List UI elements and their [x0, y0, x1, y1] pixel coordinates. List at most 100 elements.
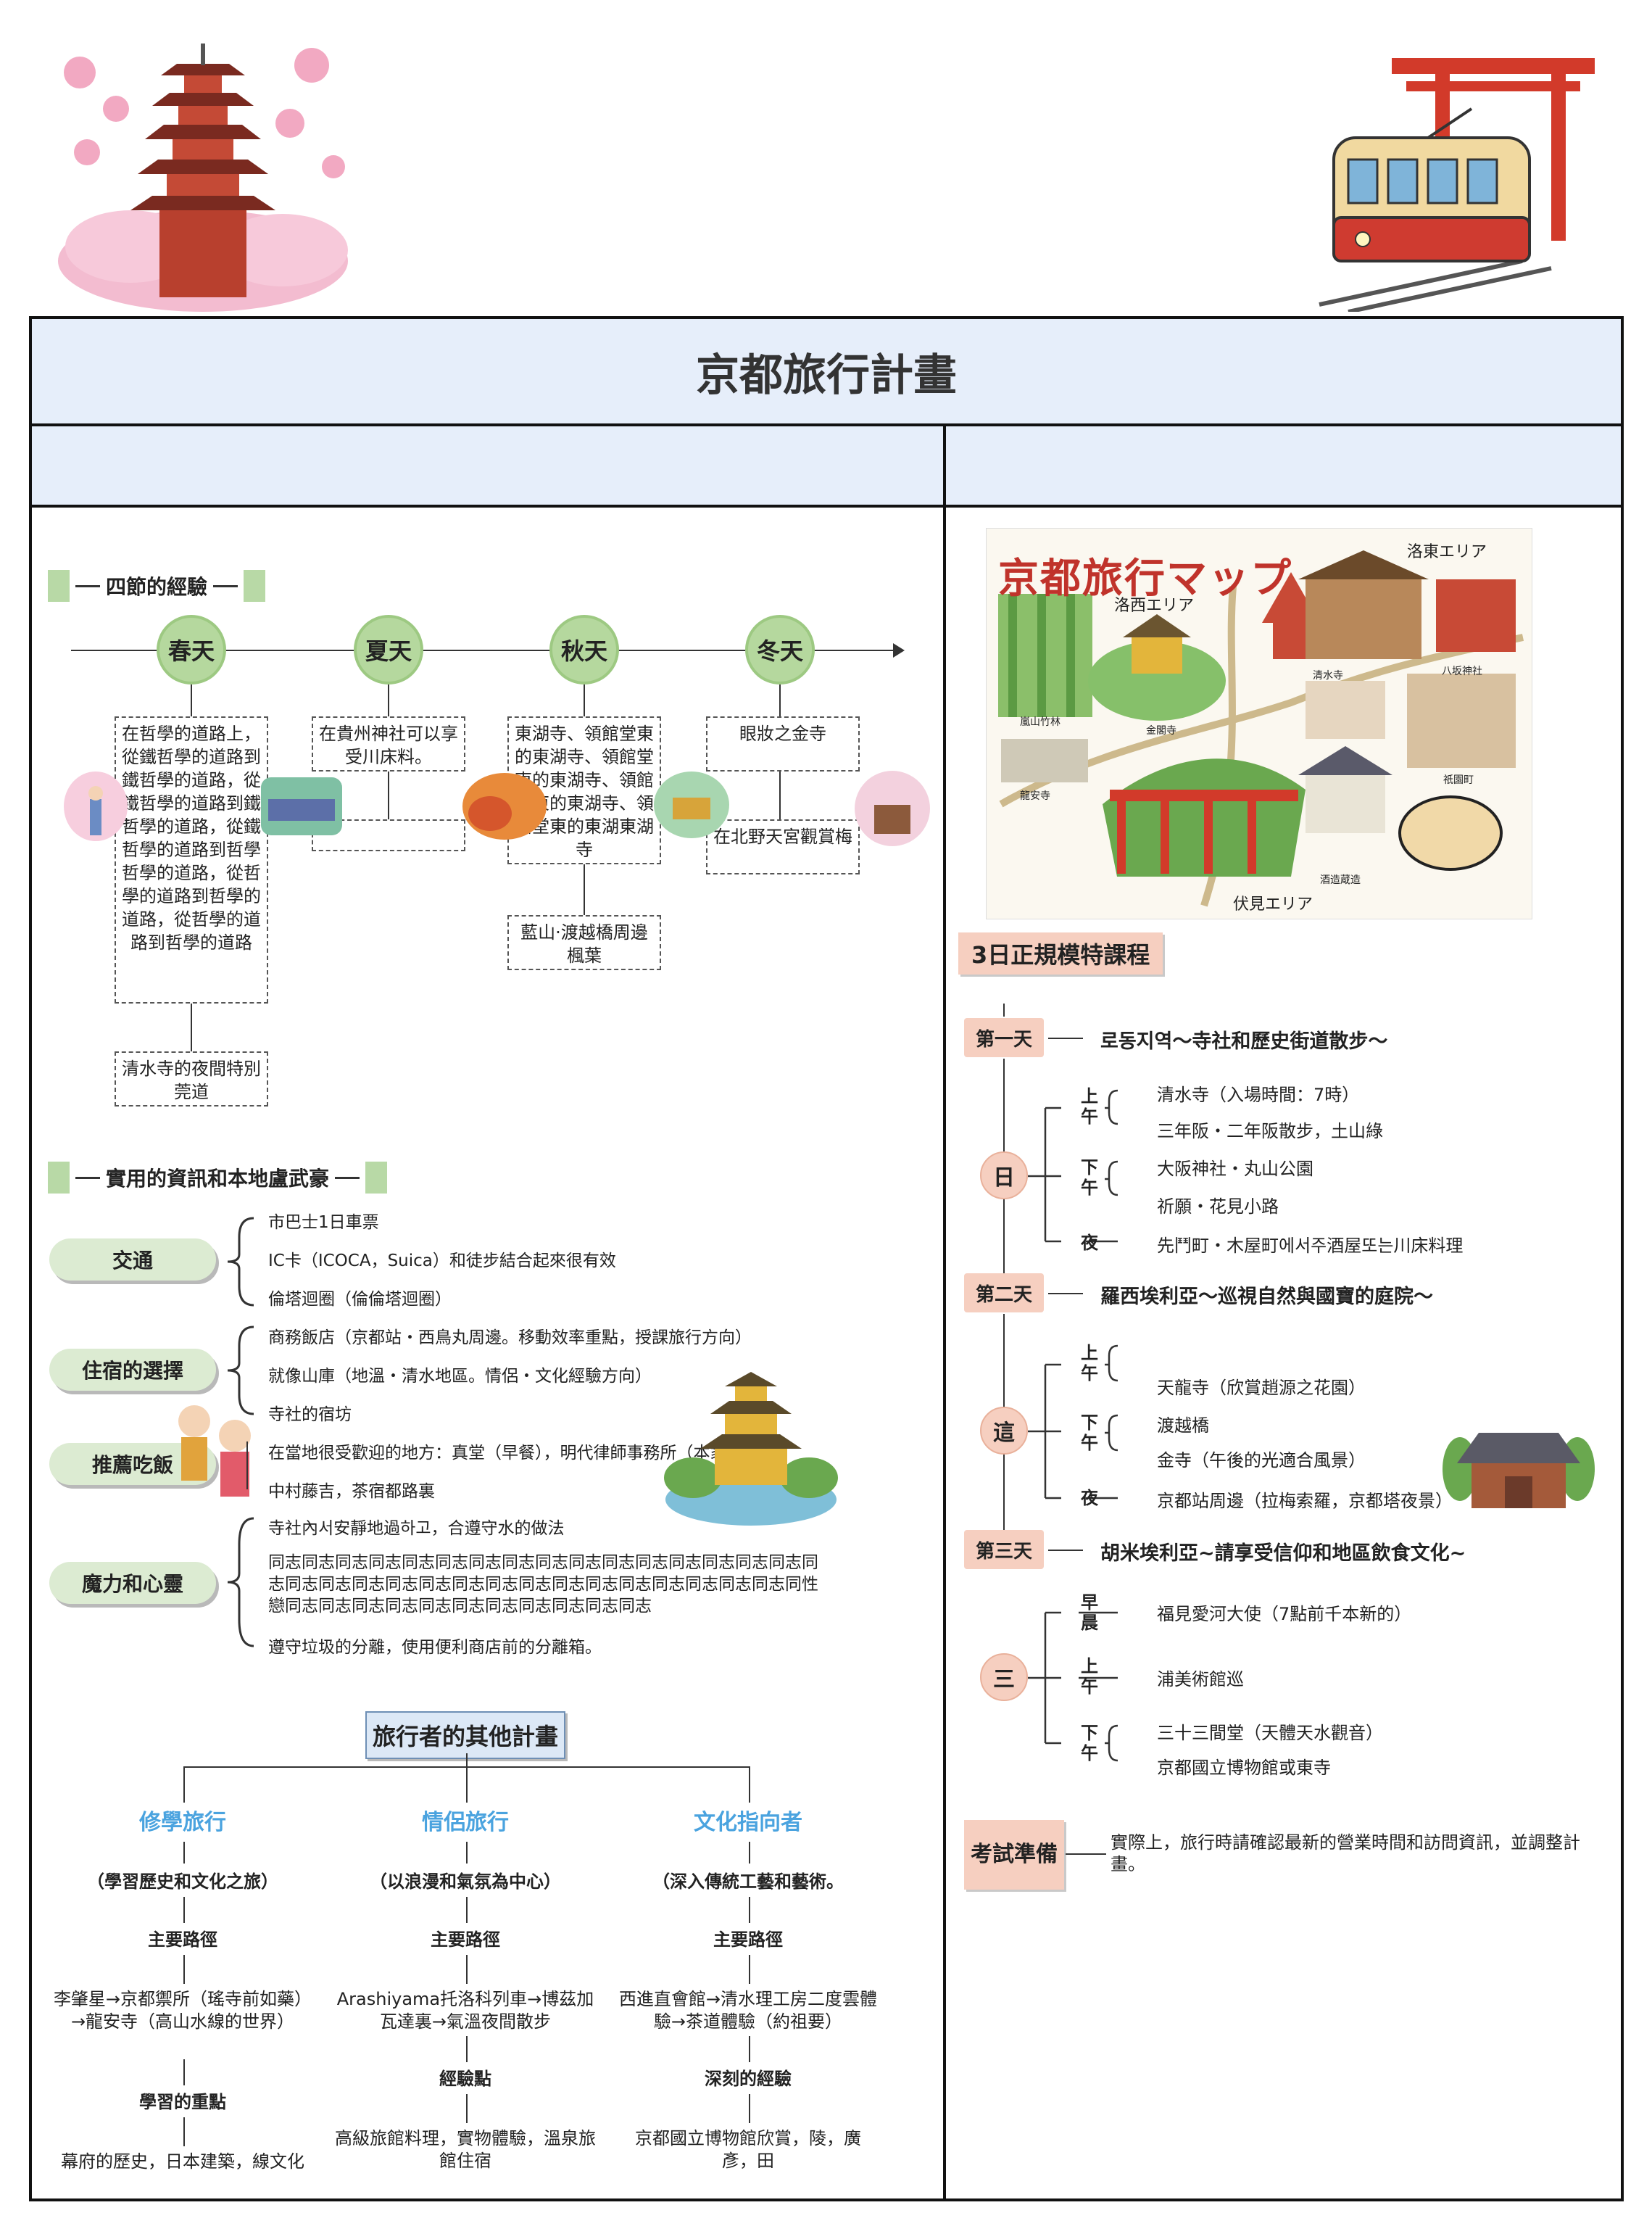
lodging-item: 就像山庫（地溫・清水地區。情侶・文化經驗方向）	[268, 1367, 652, 1386]
connector	[584, 684, 585, 716]
plans-connector	[466, 1766, 468, 1803]
season-timeline	[71, 650, 897, 651]
connector	[388, 684, 389, 716]
day1-activity: 祈願・花見小路	[1157, 1196, 1279, 1217]
connector	[1048, 1550, 1083, 1551]
day1-title: 로동지역～寺社和歷史街道散步～	[1100, 1030, 1388, 1053]
plans-connector	[749, 1766, 750, 1803]
day2-slot-time: 夜	[1081, 1488, 1098, 1508]
food-item: 中村藤吉，茶宿都路裏	[268, 1482, 435, 1501]
connector	[1048, 1038, 1083, 1039]
day3-label: 第三天	[964, 1530, 1044, 1569]
plan-couple-point: 高級旅館料理，實物體驗，溫泉旅館住宿	[335, 2128, 596, 2171]
day3-activity: 京都國立博物館或東寺	[1157, 1758, 1331, 1778]
connector	[466, 2036, 468, 2062]
map-area-label: 洛西エリア	[1114, 597, 1195, 615]
autumn-box-2: 藍山·渡越橋周邊楓葉	[507, 915, 661, 970]
plan-culture-subtitle: （深入傳統工藝和藝術。	[652, 1871, 844, 1892]
plan-culture-point-label: 深刻的經驗	[705, 2069, 792, 2089]
summer-box: 在貴州神社可以享受川床料。	[312, 716, 465, 772]
plans-heading: 旅行者的其他計畫	[365, 1711, 566, 1759]
map-area-label: 伏見エリア	[1233, 895, 1313, 914]
day1-activity: 先鬥町・木屋町에서주酒屋또는川床料理	[1157, 1236, 1464, 1256]
day1-slot-time: 夜	[1081, 1233, 1098, 1253]
plan-school-trip-point-label: 學習的重點	[139, 2092, 226, 2112]
day3-activity: 三十三間堂（天體天水觀音）	[1157, 1723, 1383, 1743]
day2-label: 第二天	[964, 1273, 1044, 1312]
map-title: 京都旅行マップ	[998, 555, 1292, 603]
day1-activity: 大阪神社・丸山公園	[1157, 1159, 1313, 1179]
plan-school-trip-route-label: 主要路徑	[148, 1929, 217, 1950]
connector	[749, 1842, 750, 1864]
spring-illustration	[64, 772, 128, 841]
summer-box-2	[312, 819, 465, 851]
day2-title: 羅西埃利亞～巡視自然與國寶的庭院～	[1100, 1286, 1433, 1308]
connector	[183, 2059, 185, 2085]
day1-tree	[1028, 1089, 1118, 1243]
practical-heading-text: 實用的資訊和本地盧武豪	[106, 1167, 330, 1191]
day2-activity: 天龍寺（欣賞趙源之花園）	[1157, 1378, 1366, 1398]
connector	[183, 2117, 185, 2146]
spirit-item: 寺社內서安靜地過하고，合遵守水的做法	[268, 1519, 565, 1538]
course-heading: 3日正規模特課程	[958, 932, 1163, 975]
timeline-arrow-icon	[893, 643, 905, 658]
connector	[779, 684, 781, 716]
lodging-pill: 住宿的選擇	[49, 1349, 216, 1391]
spirit-brace	[227, 1517, 254, 1647]
map-spot-label: 嵐山竹林	[1020, 716, 1060, 728]
day1-activity: 三年阪・二年阪散步，土山綠	[1157, 1121, 1383, 1141]
map-spot-label: 龍安寺	[1020, 790, 1050, 802]
day1-activity: 清水寺（入場時間：7時）	[1157, 1085, 1360, 1105]
transport-item: IC卡（ICOCA，Suica）和徒步結合起來很有效	[268, 1252, 616, 1270]
connector	[183, 1897, 185, 1923]
day3-slot-time: 下午	[1081, 1723, 1098, 1763]
kyoto-map: 京都旅行マップ 洛東エリア 洛西エリア 伏見エリア 嵐山竹林 金閣寺 龍安寺 清…	[986, 528, 1532, 919]
map-area-label: 洛東エリア	[1407, 543, 1487, 561]
connector	[191, 684, 192, 716]
plan-culture-title: 文化指向者	[694, 1810, 802, 1835]
map-illustration	[998, 550, 1524, 907]
connector	[191, 1004, 192, 1051]
lodging-brace	[227, 1325, 254, 1415]
seasons-heading: 四節的經驗	[48, 570, 266, 602]
column-divider	[943, 423, 946, 2201]
plan-school-trip-route: 李肇星→京都禦所（瑤寺前如藥）→龍安寺（高山水線的世界）	[53, 1989, 312, 2032]
plan-couple-route-label: 主要路徑	[431, 1929, 500, 1950]
lodging-item: 商務飯店（京都站・西鳥丸周邊。移動效率重點，授課旅行方向）	[268, 1328, 752, 1347]
practical-heading: 實用的資訊和本地盧武豪	[48, 1162, 388, 1194]
season-summer: 夏天	[354, 615, 423, 684]
day3-slot-time: 上午	[1081, 1656, 1098, 1697]
spring-box: 在哲學的道路上，從鐵哲學的道路到鐵哲學的道路，從鐵哲學的道路到鐵哲學的道路，從鐵…	[115, 716, 268, 1004]
day1-circle: 日	[980, 1151, 1028, 1199]
temple-illustration	[1443, 1433, 1595, 1508]
connector	[183, 1955, 185, 1984]
map-spot-label: 金閣寺	[1146, 725, 1176, 737]
plan-culture-route-label: 主要路徑	[713, 1929, 783, 1950]
connector	[1048, 1293, 1083, 1294]
train-torii-illustration	[1319, 58, 1595, 312]
connector	[183, 1842, 185, 1864]
winter-box: 眼妝之金寺	[706, 716, 860, 772]
course-arrow-top	[1003, 1004, 1005, 1017]
connector	[1066, 1853, 1106, 1855]
map-spot-label: 八坂神社	[1442, 666, 1482, 677]
season-spring: 春天	[157, 615, 226, 684]
plan-couple-title: 情侶旅行	[422, 1810, 509, 1835]
day3-circle: 三	[980, 1653, 1028, 1701]
plan-culture-point: 京都國立博物館欣賞，陵，廣彥，田	[635, 2128, 861, 2171]
connector	[466, 1897, 468, 1923]
plan-culture-route: 西進直會館→清水理工房二度雲體驗→茶道體驗（約祖要）	[618, 1989, 878, 2032]
plan-school-trip-title: 修學旅行	[139, 1810, 226, 1835]
page-title: 京都旅行計畫	[29, 316, 1624, 426]
spirit-item: 同志同志同志同志同志同志同志同志同志同志同志同志同志同志同志同志同志同志同志同志…	[268, 1553, 818, 1616]
right-subheader	[943, 423, 1624, 508]
transport-pill: 交通	[49, 1238, 216, 1281]
plan-school-trip-point: 幕府的歷史，日本建築，線文化	[61, 2151, 304, 2172]
day1-label: 第一天	[964, 1018, 1044, 1057]
season-winter: 冬天	[745, 615, 815, 684]
connector	[749, 2094, 750, 2123]
plan-couple-route: Arashiyama托洛科列車→博茲加瓦達裏→氣溫夜間散步	[336, 1989, 594, 2032]
seasons-heading-text: 四節的經驗	[106, 575, 208, 599]
day2-slot-time: 上午	[1081, 1343, 1098, 1383]
transport-item: 倫塔迴圈（倫倫塔迴圈）	[268, 1290, 452, 1309]
